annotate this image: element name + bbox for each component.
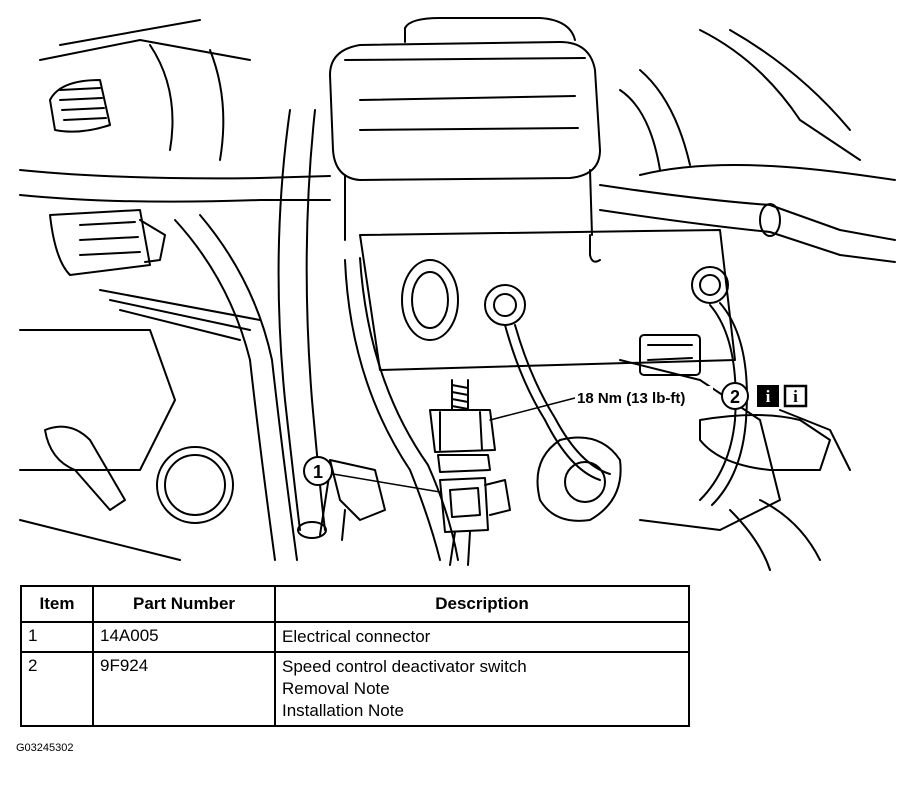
svg-text:i: i [766, 387, 771, 406]
table-row: 1 14A005 Electrical connector [20, 621, 690, 653]
torque-spec: 18 Nm (13 lb-ft) [577, 390, 685, 407]
callout-1-leader [332, 473, 441, 493]
column-header-part-number: Part Number [92, 585, 276, 623]
electrical-connector [319, 459, 511, 566]
hoses [19, 109, 896, 561]
part-number-cell: 14A005 [92, 621, 276, 653]
master-cylinder-body [359, 229, 736, 371]
column-header-item: Item [20, 585, 94, 623]
callout-2-number: 2 [730, 387, 740, 407]
installation-note-link[interactable]: Installation Note [282, 701, 404, 720]
part-number-cell: 9F924 [92, 651, 276, 727]
speed-control-deactivator-switch [429, 379, 496, 473]
callout-2-leader [489, 397, 576, 421]
installation-info-icon [783, 384, 808, 408]
left-engine-components [19, 19, 261, 561]
callout-1-number: 1 [313, 462, 323, 482]
item-cell: 2 [20, 651, 94, 727]
callout-2: 18 Nm (13 lb-ft) 2 i i [575, 382, 808, 410]
removal-info-icon [757, 385, 779, 407]
right-engine-components [536, 29, 861, 571]
description-cell: Speed control deactivator switch Removal… [274, 651, 690, 727]
callout-1: 1 [303, 456, 333, 486]
item-cell: 1 [20, 621, 94, 653]
column-header-description: Description [274, 585, 690, 623]
description-line: Speed control deactivator switch [282, 657, 527, 676]
svg-text:i: i [793, 387, 798, 406]
description-cell: Electrical connector [274, 621, 690, 653]
figure-id: G03245302 [16, 742, 74, 754]
description-line: Electrical connector [282, 627, 431, 646]
parts-table: Item Part Number Description 1 14A005 El… [20, 585, 690, 727]
brake-lines [504, 302, 748, 506]
table-header-row: Item Part Number Description [20, 585, 690, 623]
brake-fluid-reservoir [329, 17, 601, 241]
removal-note-link[interactable]: Removal Note [282, 679, 390, 698]
engine-bay-illustration: 1 18 Nm (13 lb-ft) 2 i i [19, 17, 896, 571]
table-row: 2 9F924 Speed control deactivator switch… [20, 651, 690, 727]
